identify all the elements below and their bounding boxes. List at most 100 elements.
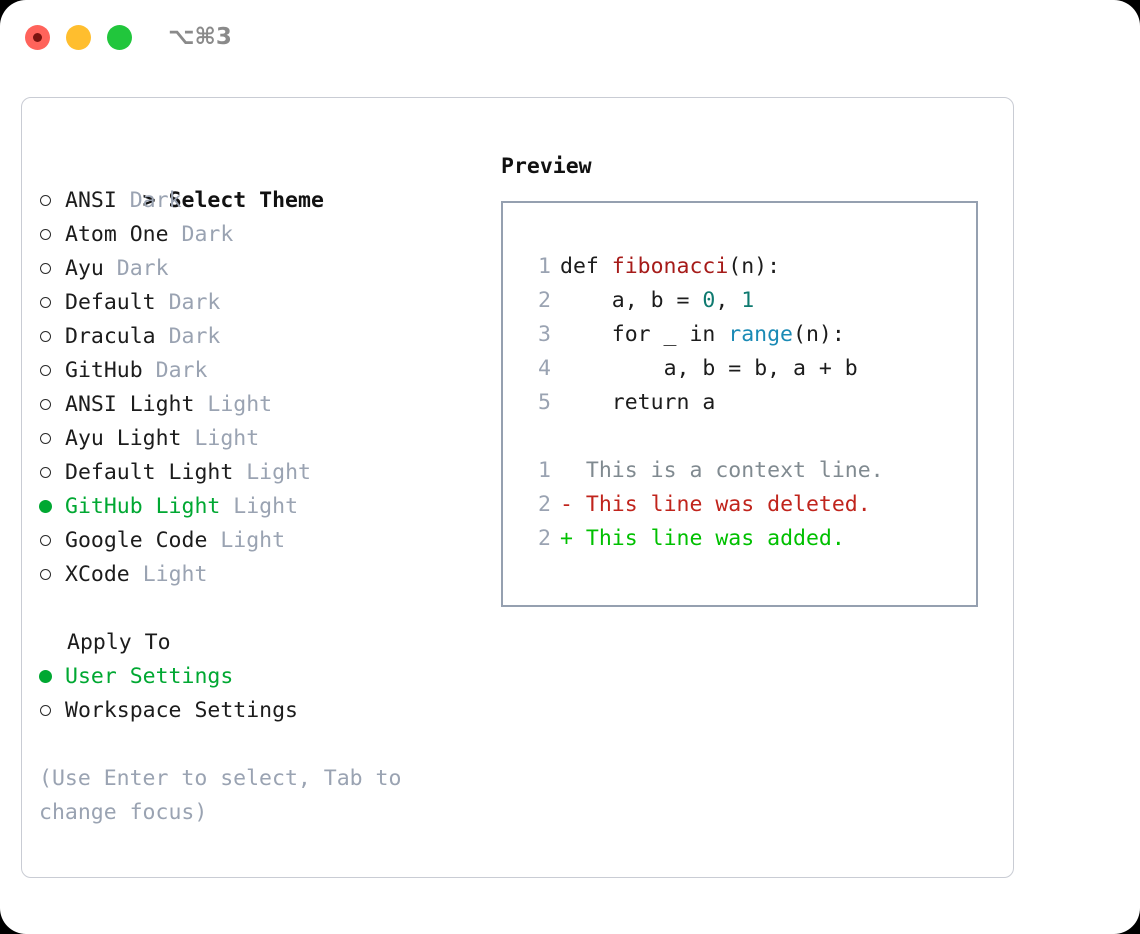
code-token: range (728, 322, 794, 347)
diff-sign: - (560, 492, 573, 517)
theme-option-label: Dracula (65, 324, 156, 349)
apply-to-option-workspace-settings[interactable]: Workspace Settings (39, 694, 479, 728)
diff-text: This is a context line. (585, 458, 884, 483)
theme-option-label: Default Light (65, 460, 234, 485)
code-token: a (702, 390, 716, 415)
theme-variant-badge: Dark (155, 358, 208, 383)
keyboard-shortcut-label: ⌥⌘3 (168, 24, 232, 50)
diff-line: 2- This line was deleted. (525, 488, 884, 522)
diff-sign (560, 458, 573, 483)
caret-right-icon: > (142, 188, 156, 213)
code-token (560, 356, 664, 381)
theme-variant-badge: Light (246, 460, 311, 485)
title-bar: ⌥⌘3 (0, 0, 1140, 78)
close-window-button[interactable] (25, 25, 50, 50)
code-token: a, b (611, 288, 664, 313)
theme-variant-badge: Light (142, 562, 208, 587)
code-token (560, 288, 612, 313)
theme-option-default[interactable]: Default Dark (39, 286, 479, 320)
diff-text: This line was added. (585, 526, 845, 551)
code-line-number: 3 (538, 322, 551, 347)
theme-option-atom-one[interactable]: Atom One Dark (39, 218, 479, 252)
theme-option-github[interactable]: GitHub Dark (39, 354, 479, 388)
code-token: a, b (663, 356, 716, 381)
diff-line-number: 2 (538, 526, 551, 551)
code-token: , (715, 288, 742, 313)
theme-option-label: ANSI Light (65, 392, 195, 417)
theme-option-default-light[interactable]: Default Light Light (39, 456, 479, 490)
theme-option-ayu[interactable]: Ayu Dark (39, 252, 479, 286)
code-line: 2 a, b = 0, 1 (525, 284, 884, 318)
diff-line-number: 2 (538, 492, 551, 517)
code-line-number: 5 (538, 390, 551, 415)
theme-option-dracula[interactable]: Dracula Dark (39, 320, 479, 354)
code-line-number: 1 (538, 254, 551, 279)
keyboard-hint-text: (Use Enter to select, Tab to change focu… (39, 766, 402, 825)
apply-to-header: Apply To (67, 630, 171, 655)
code-token: (n): (793, 322, 845, 347)
theme-option-label: ANSI (65, 188, 117, 213)
code-token: return (560, 390, 703, 415)
code-token: (n): (728, 254, 781, 279)
code-line-number: 2 (538, 288, 551, 313)
code-token: b, a + b (754, 356, 858, 381)
theme-option-label: Ayu (65, 256, 104, 281)
code-line: 5 return a (525, 386, 884, 420)
theme-option-ansi[interactable]: ANSI Dark (39, 184, 479, 218)
theme-option-label: GitHub (65, 358, 143, 383)
theme-variant-badge: Dark (129, 188, 182, 213)
code-token: for _ in (560, 322, 729, 347)
code-token: = (715, 356, 755, 381)
code-blank-line (525, 420, 884, 454)
theme-option-label: GitHub Light (65, 494, 221, 519)
section-spacer (39, 592, 479, 626)
maximize-window-button[interactable] (107, 25, 132, 50)
preview-title: Preview (501, 154, 592, 179)
code-token: fibonacci (611, 254, 729, 279)
theme-option-ansi-light[interactable]: ANSI Light Light (39, 388, 479, 422)
diff-line: 1 This is a context line. (525, 454, 884, 488)
select-theme-header: > Select Theme (39, 150, 479, 213)
code-token: 0 (702, 288, 716, 313)
diff-line-number: 1 (538, 458, 551, 483)
code-line-number: 4 (538, 356, 551, 381)
theme-option-github-light[interactable]: GitHub Light Light (39, 490, 479, 524)
minimize-window-button[interactable] (66, 25, 91, 50)
theme-option-ayu-light[interactable]: Ayu Light Light (39, 422, 479, 456)
code-token: def (560, 254, 612, 279)
theme-option-label: Ayu Light (65, 426, 182, 451)
theme-variant-badge: Light (220, 528, 286, 553)
select-theme-title: Select Theme (168, 188, 324, 213)
diff-line-text: + This line was added. (560, 526, 845, 551)
theme-variant-badge: Light (207, 392, 273, 417)
theme-variant-badge: Light (233, 494, 299, 519)
code-line: 3 for _ in range(n): (525, 318, 884, 352)
theme-option-google-code[interactable]: Google Code Light (39, 524, 479, 558)
theme-option-label: XCode (65, 562, 130, 587)
code-token: 1 (741, 288, 755, 313)
diff-line-text: - This line was deleted. (560, 492, 871, 517)
theme-variant-badge: Dark (116, 256, 169, 281)
theme-variant-badge: Light (194, 426, 260, 451)
diff-line-text: This is a context line. (560, 458, 884, 483)
code-token: = (663, 288, 703, 313)
theme-variant-badge: Dark (168, 290, 221, 315)
diff-text: This line was deleted. (585, 492, 871, 517)
code-line: 1 def fibonacci(n): (525, 250, 884, 284)
apply-to-option-user-settings[interactable]: User Settings (39, 660, 479, 694)
theme-variant-badge: Dark (181, 222, 234, 247)
theme-option-xcode[interactable]: XCode Light (39, 558, 479, 592)
traffic-lights (25, 25, 132, 50)
apply-to-option-label: Workspace Settings (65, 698, 298, 723)
theme-option-label: Google Code (65, 528, 208, 553)
theme-variant-badge: Dark (168, 324, 221, 349)
code-line: 4 a, b = b, a + b (525, 352, 884, 386)
diff-line: 2 + This line was added. (525, 522, 884, 556)
